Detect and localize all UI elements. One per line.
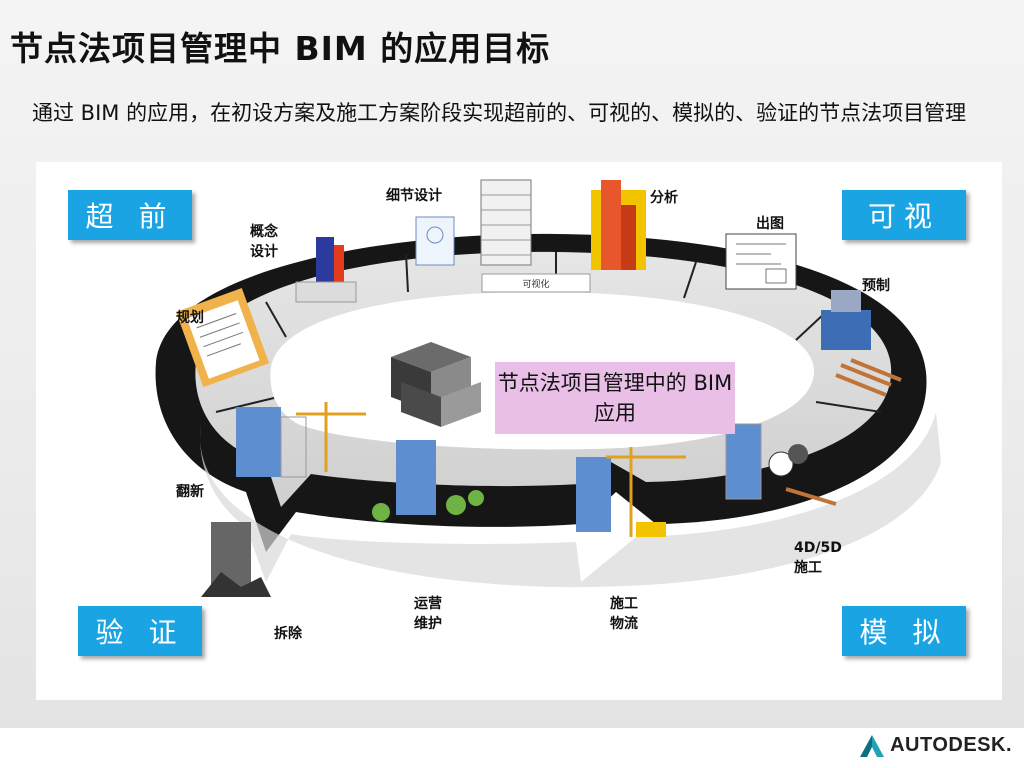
stage-label-prefab: 预制 <box>862 276 890 296</box>
corner-simulate: 模 拟 <box>842 606 966 656</box>
building-analysis-icon <box>591 180 646 270</box>
corner-visual: 可视 <box>842 190 966 240</box>
stage-label-operation: 运营 维护 <box>414 594 442 634</box>
building-detail-icon <box>481 180 531 265</box>
corner-advance: 超 前 <box>68 190 192 240</box>
blueprint-icon <box>416 217 454 265</box>
stage-label-concept: 概念 设计 <box>250 222 278 262</box>
stage-label-logistics: 施工 物流 <box>610 594 638 634</box>
slide-subtitle: 通过 BIM 的应用，在初设方案及施工方案阶段实现超前的、可视的、模拟的、验证的… <box>32 98 1007 128</box>
stage-label-planning: 规划 <box>176 308 204 328</box>
autodesk-logo-text: AUTODESK. <box>890 734 1012 757</box>
corner-verify: 验 证 <box>78 606 202 656</box>
stage-label-analysis: 分析 <box>650 188 678 208</box>
stage-label-detail: 细节设计 <box>386 186 442 206</box>
stage-label-drawing: 出图 <box>756 214 784 234</box>
stage-label-renovation: 翻新 <box>176 482 204 502</box>
slide-title: 节点法项目管理中 BIM 的应用目标 <box>10 22 550 70</box>
center-label: 节点法项目管理中的 BIM 应用 <box>495 362 735 434</box>
ring-tag-text: 可视化 <box>522 278 549 290</box>
autodesk-logo: AUTODESK. <box>860 734 1012 757</box>
stage-label-demolition: 拆除 <box>274 624 302 644</box>
autodesk-logo-icon <box>860 735 884 757</box>
drawing-sheet-icon <box>726 234 796 289</box>
footer-bar: AUTODESK. <box>0 728 1024 768</box>
stage-label-construction: 4D/5D 施工 <box>794 538 842 578</box>
bim-lifecycle-diagram: 可视化 <box>36 162 1002 700</box>
